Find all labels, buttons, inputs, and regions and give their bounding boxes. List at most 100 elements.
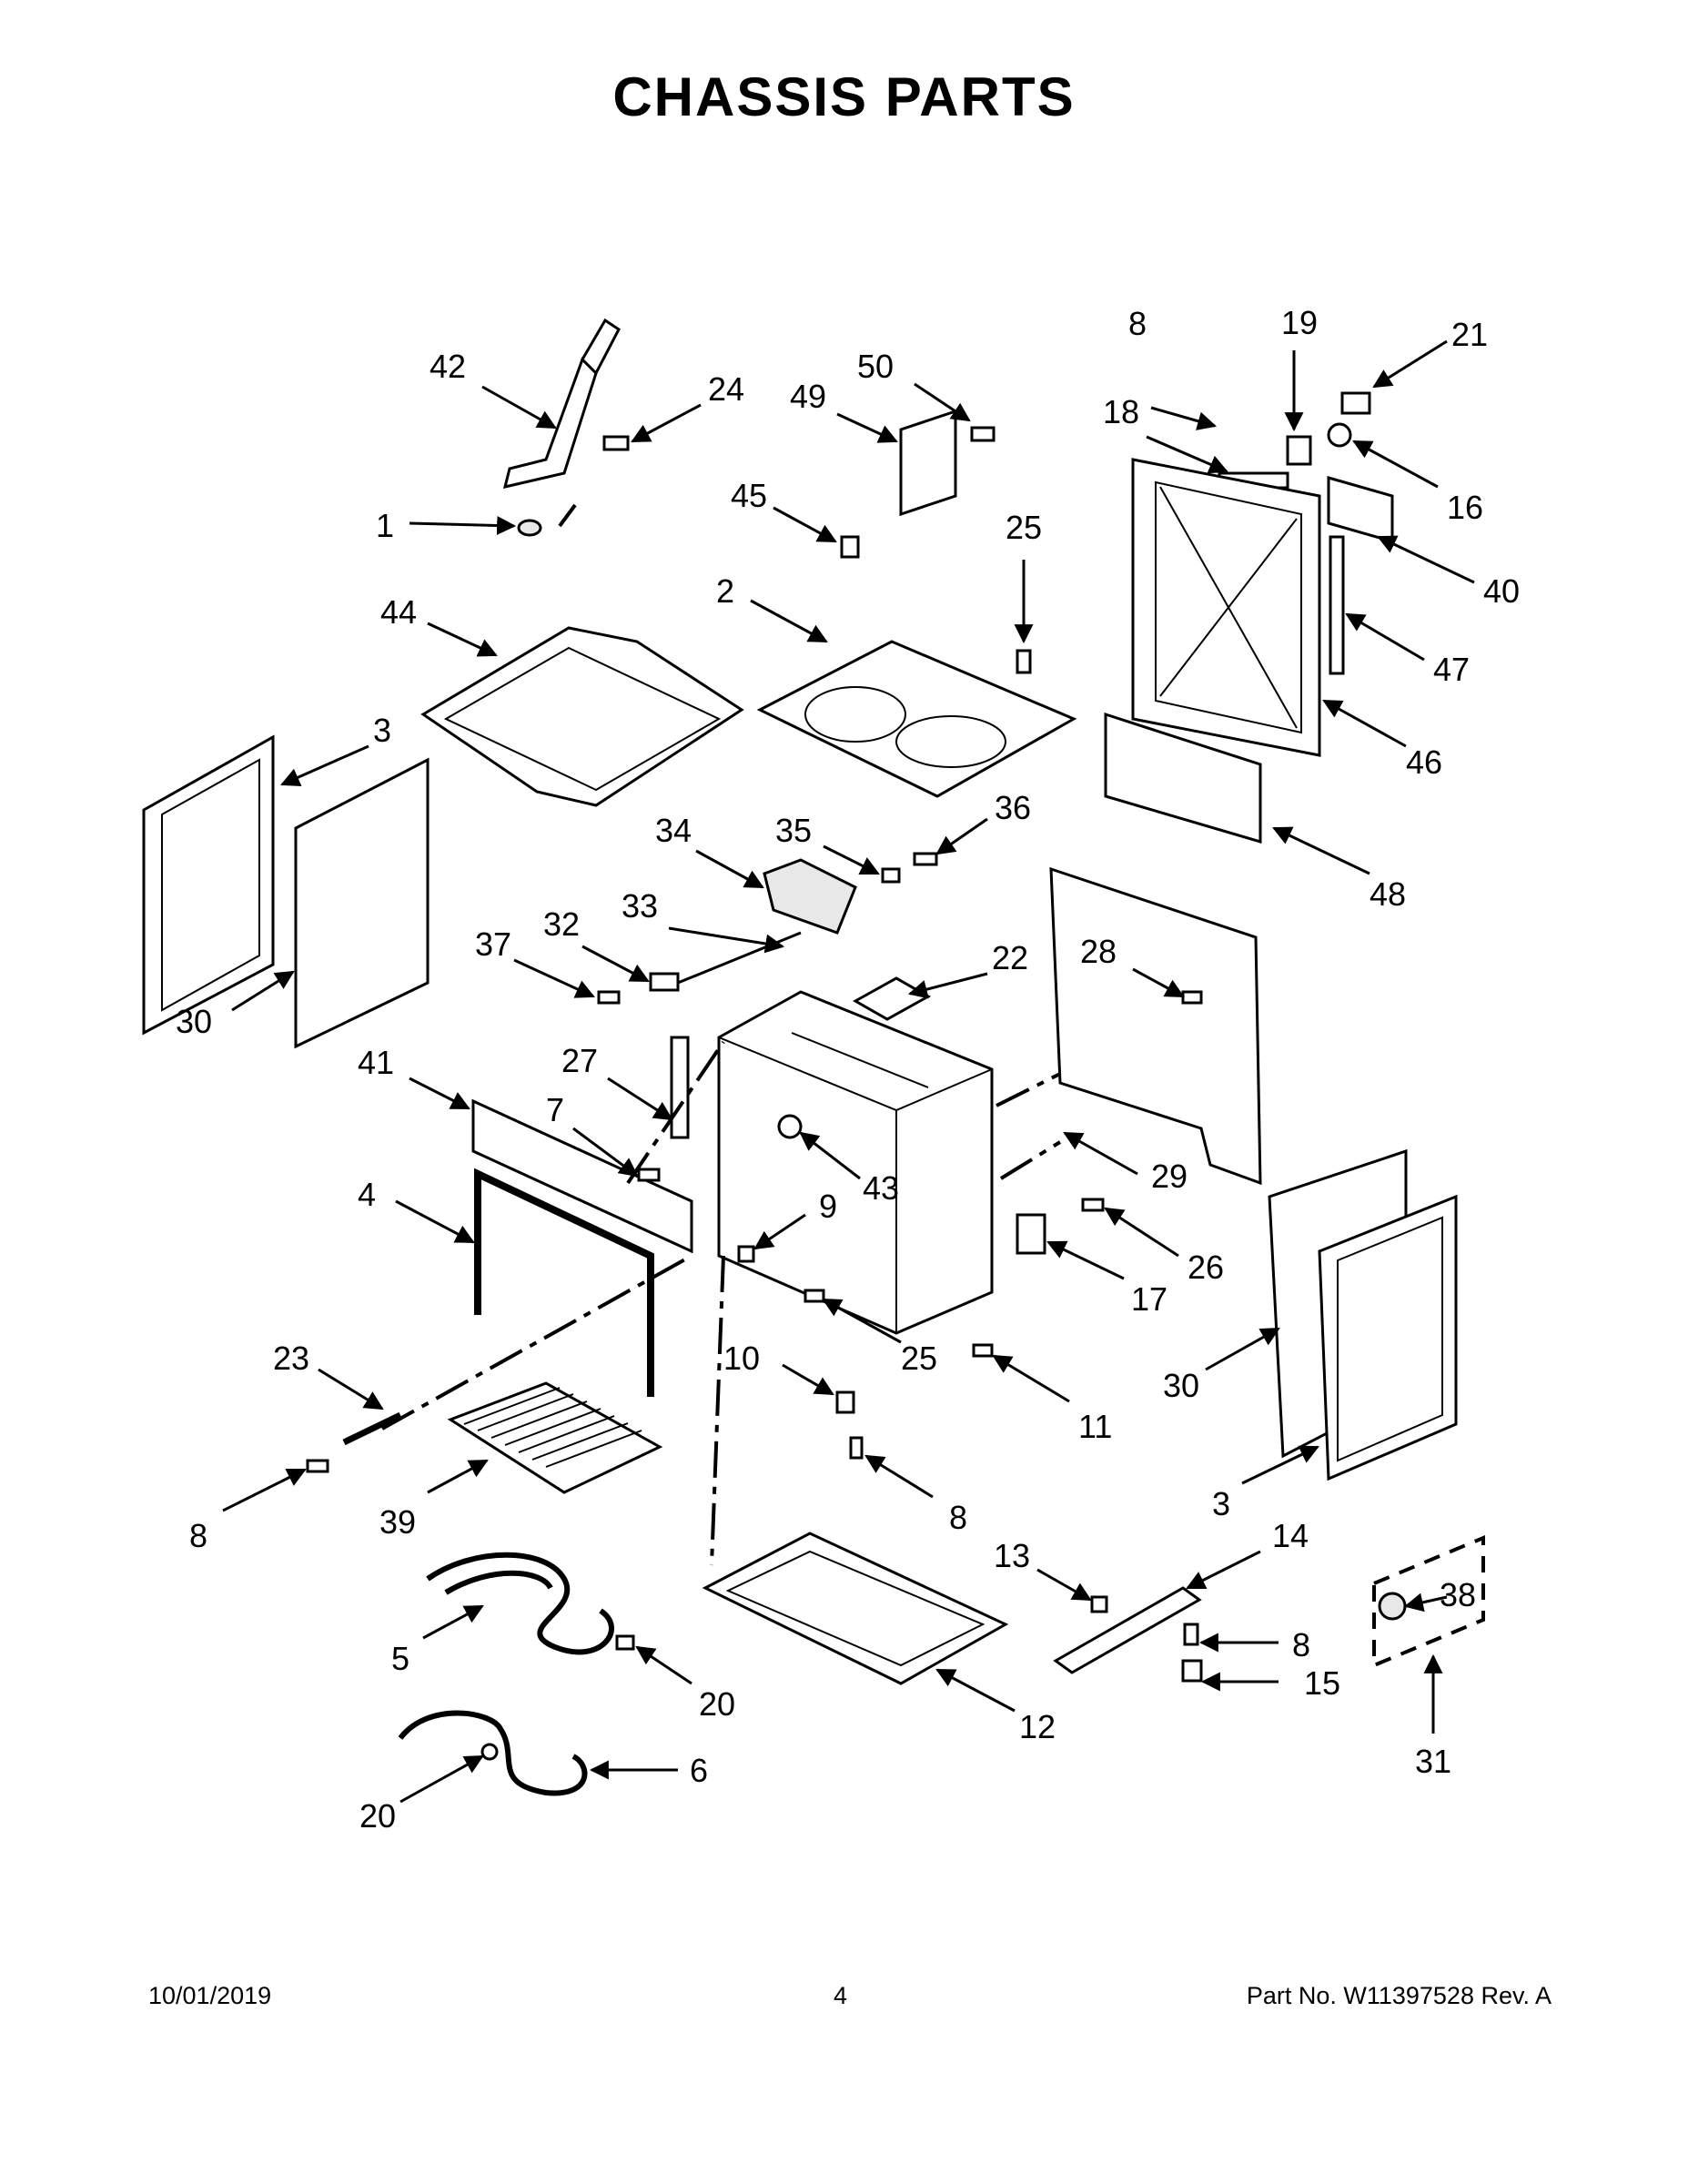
callout-8-right: 8 <box>1292 1626 1310 1663</box>
callout-31: 31 <box>1415 1743 1451 1780</box>
part-35-clip <box>881 867 901 884</box>
part-16-nut <box>1327 422 1352 448</box>
part-45-clip <box>840 535 860 559</box>
callout-36: 36 <box>995 789 1031 826</box>
callout-29: 29 <box>1151 1158 1188 1195</box>
part-24-screw <box>602 435 630 451</box>
part-3-side-trim-right <box>1318 1194 1458 1481</box>
callout-22: 22 <box>992 939 1028 976</box>
callout-40: 40 <box>1483 572 1520 610</box>
part-39-rack <box>447 1381 663 1494</box>
callout-35: 35 <box>775 812 812 849</box>
callout-8-left: 8 <box>189 1517 207 1554</box>
callout-38: 38 <box>1440 1576 1476 1613</box>
callout-15: 15 <box>1304 1664 1340 1702</box>
callout-8-mid: 8 <box>949 1499 967 1536</box>
callout-30-right: 30 <box>1163 1367 1199 1404</box>
callout-6: 6 <box>690 1752 708 1789</box>
callout-50: 50 <box>857 348 894 385</box>
callout-7: 7 <box>546 1091 564 1128</box>
part-8-screw-mid <box>849 1436 864 1460</box>
callout-34: 34 <box>655 812 692 849</box>
callout-42: 42 <box>430 348 466 385</box>
part-23-sensor <box>342 1411 402 1446</box>
callout-45: 45 <box>731 477 767 514</box>
callout-47: 47 <box>1433 651 1470 688</box>
part-25-screw-top <box>1016 649 1032 674</box>
callout-4: 4 <box>358 1176 376 1213</box>
callout-24: 24 <box>708 370 744 408</box>
callout-11: 11 <box>1078 1408 1112 1445</box>
footer-page-number: 4 <box>834 1982 848 2009</box>
part-21-bracket <box>1340 391 1371 415</box>
part-40-plate <box>1327 476 1394 543</box>
footer-part-number: Part No. W11397528 Rev. A <box>1246 1982 1552 2009</box>
callout-49: 49 <box>790 378 826 415</box>
part-27-bracket <box>670 1036 690 1139</box>
part-32-bracket <box>649 972 680 992</box>
callout-14: 14 <box>1272 1517 1309 1554</box>
callout-39: 39 <box>379 1503 416 1541</box>
callout-8-top: 8 <box>1128 305 1147 342</box>
callout-28: 28 <box>1080 933 1117 970</box>
part-12-oven-bottom <box>702 1532 1009 1685</box>
callout-19: 19 <box>1281 304 1318 341</box>
callout-3-left: 3 <box>373 712 391 749</box>
part-47-strip <box>1329 535 1345 675</box>
part-13-clip <box>1090 1595 1108 1613</box>
part-10-clip <box>835 1390 855 1414</box>
callout-2: 2 <box>716 572 734 610</box>
callout-30-left: 30 <box>176 1003 212 1040</box>
callout-25-top: 25 <box>1006 509 1042 546</box>
callout-48: 48 <box>1370 875 1406 913</box>
part-1-leveling-foot <box>517 519 542 537</box>
part-15-spring <box>1181 1659 1203 1683</box>
part-5-bake-element <box>426 1552 614 1655</box>
part-4-gasket <box>474 1168 654 1397</box>
part-42-bracket <box>502 318 621 490</box>
callout-44: 44 <box>380 593 417 631</box>
callout-41: 41 <box>358 1044 394 1081</box>
part-38-valve <box>1378 1592 1407 1621</box>
part-36-screw <box>913 852 938 866</box>
callout-17: 17 <box>1131 1280 1167 1318</box>
part-7-screw <box>637 1168 661 1182</box>
oven-cavity <box>717 990 994 1335</box>
callout-43: 43 <box>863 1169 899 1207</box>
callout-5: 5 <box>391 1640 409 1677</box>
callout-26: 26 <box>1188 1249 1224 1286</box>
callout-1: 1 <box>376 507 394 544</box>
callout-16: 16 <box>1447 489 1483 526</box>
part-30-side-panel-left <box>294 757 430 1049</box>
part-22-bracket <box>852 976 932 1021</box>
part-34-thermostat <box>763 858 857 935</box>
callout-25-mid: 25 <box>901 1340 937 1377</box>
callout-32: 32 <box>543 905 580 943</box>
part-8-screw-right <box>1183 1623 1199 1646</box>
callout-20-upper: 20 <box>699 1685 735 1723</box>
callout-20-lower: 20 <box>359 1797 396 1835</box>
part-28-screw <box>1181 990 1203 1005</box>
part-19-hinge <box>1286 435 1312 466</box>
page-title: CHASSIS PARTS <box>612 66 1076 127</box>
part-37-screw <box>597 990 621 1005</box>
callout-labels: 42 24 1 50 49 45 25 44 2 3 30 8 19 21 18… <box>176 304 1520 1835</box>
part-9-screw <box>737 1245 755 1263</box>
part-43-plug <box>777 1114 803 1139</box>
part-6-broil-element <box>398 1710 588 1796</box>
part-25-screw-mid <box>804 1289 825 1303</box>
part-17-bracket <box>1016 1213 1046 1255</box>
callout-9: 9 <box>819 1188 837 1225</box>
callout-37: 37 <box>475 925 511 963</box>
part-3-side-trim-left <box>142 734 275 1036</box>
part-46-back-panel <box>1131 458 1321 757</box>
assembly-lines <box>381 503 1062 1566</box>
part-31-kit-outline <box>1372 1535 1485 1668</box>
part-20-screw-lower <box>480 1743 499 1761</box>
part-48-vent <box>1104 712 1262 844</box>
part-44-cooktop-support <box>420 626 744 807</box>
footer-date: 10/01/2019 <box>148 1982 272 2009</box>
callout-33: 33 <box>622 887 658 925</box>
callout-12: 12 <box>1019 1708 1056 1745</box>
